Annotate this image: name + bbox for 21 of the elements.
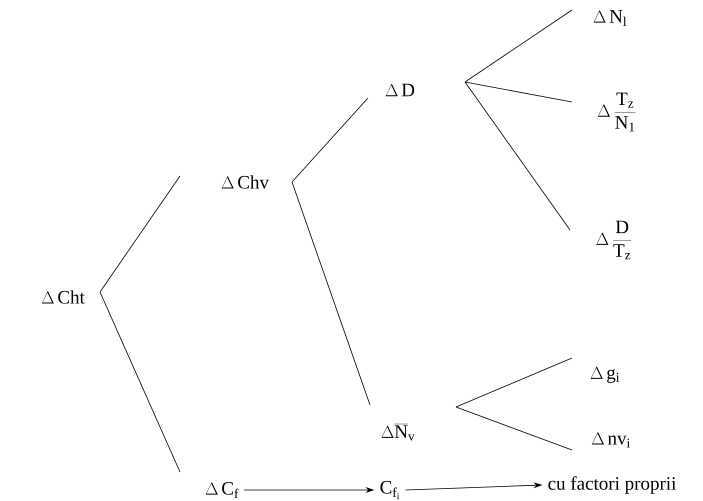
term-label: $\Delta\,\mathrm{Chv}$ (222, 175, 269, 189)
branch-line (464, 82, 570, 230)
branch-line (464, 10, 572, 82)
branch-line (292, 98, 368, 182)
term-label: $\Delta\,\mathrm{D}$ (386, 84, 414, 96)
branch-line (456, 406, 572, 450)
term-label: $\Delta\,\mathrm{N_l}$ (594, 10, 626, 26)
term-label: $\Delta\,\mathrm{nv_i}$ (592, 432, 630, 448)
branch-line (100, 292, 180, 472)
term-label: $\mathrm{cu\ factori\ proprii}$ (548, 476, 676, 494)
branch-line (100, 176, 180, 292)
branch-line (456, 358, 572, 408)
term-label: $\Delta\,\mathrm{Cht}$ (42, 290, 85, 304)
term-label: $\mathrm{C_{f_i}}$ (380, 480, 400, 500)
term-label: $\Delta\overline{\mathrm{N}}_{\mathrm{v}}$ (382, 424, 415, 441)
branch-line (464, 82, 572, 102)
term-label: $\Delta\,\frac{\mathrm{D}}{\mathrm{T_z}}$ (596, 220, 632, 260)
term-label: $\Delta\,\frac{\mathrm{T_z}}{\mathrm{N_1}}$ (598, 92, 636, 132)
branch-line (292, 182, 370, 406)
term-label: $\Delta\,\mathrm{C_f}$ (206, 482, 238, 498)
term-label: $\Delta\,\mathrm{g_i}$ (590, 366, 620, 383)
